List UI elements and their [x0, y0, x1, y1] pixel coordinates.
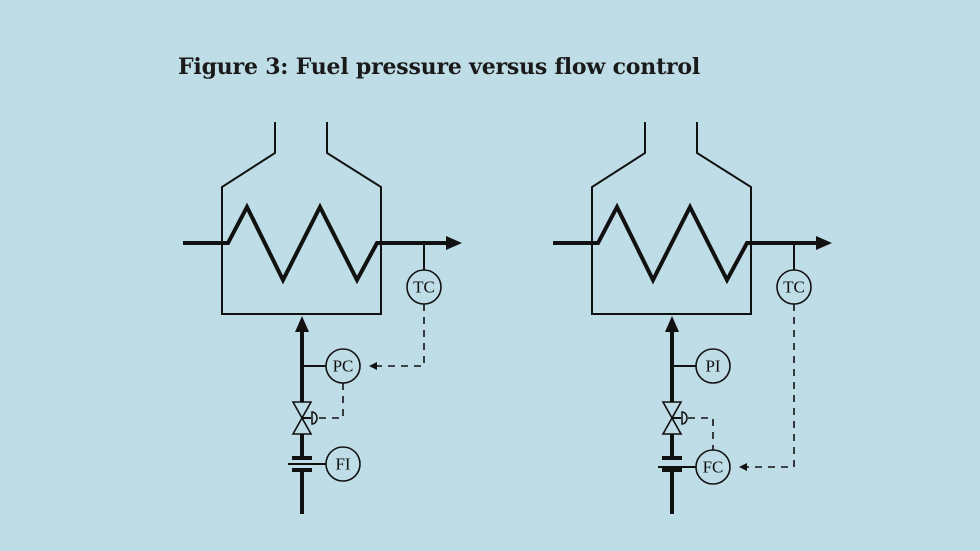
fc-signal-line: [688, 417, 714, 450]
pc-label: PC: [333, 357, 354, 376]
tc-instrument: TC: [406, 269, 442, 305]
flow-control-diagram: TC PI FC: [551, 120, 834, 516]
pc-instrument: PC: [325, 348, 361, 384]
fi-instrument: FI: [325, 446, 361, 482]
fc-instrument: FC: [695, 449, 731, 485]
pressure-control-diagram: TC PC FI: [181, 120, 464, 516]
pi-label: PI: [705, 357, 720, 376]
tc-signal-line: [369, 304, 425, 370]
pc-signal-line: [318, 383, 344, 419]
fired-heater: [551, 120, 834, 516]
tc-label: TC: [413, 278, 435, 297]
fc-label: FC: [703, 458, 724, 477]
pi-instrument: PI: [695, 348, 731, 384]
fi-label: FI: [335, 455, 350, 474]
tc-label: TC: [783, 278, 805, 297]
tc-signal-line: [739, 304, 795, 471]
fired-heater: [181, 120, 464, 516]
figure-title: Figure 3: Fuel pressure versus flow cont…: [178, 54, 701, 80]
tc-instrument: TC: [776, 269, 812, 305]
